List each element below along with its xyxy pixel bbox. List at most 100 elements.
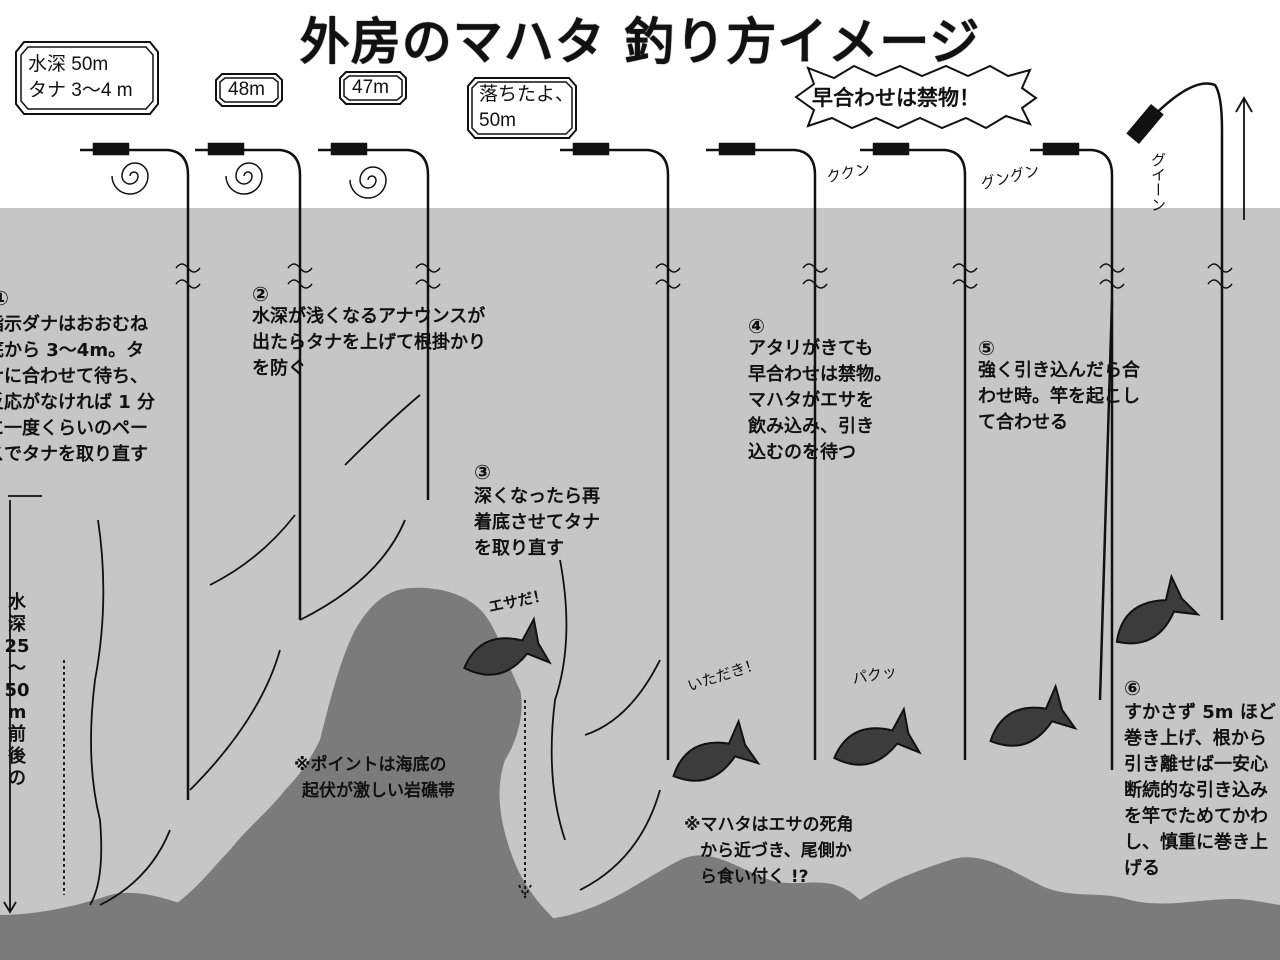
seabed-left [0,892,200,960]
line-break-mark [1099,263,1125,289]
spiral-icon [225,162,263,195]
step-4-number: ④ [748,314,765,338]
reel-icon [1126,103,1164,145]
line-break-mark [175,263,201,289]
step-line: 巻き上げ、根から [1124,728,1267,749]
note-line: 起伏が激しい岩礁帯 [302,781,455,801]
note-point: ※ポイントは海底の 起伏が激しい岩礁帯 [294,752,455,804]
line-break-mark [802,263,828,289]
note-line: ※マハタはエサの死角 [684,815,854,835]
rock-pinnacle [150,587,555,960]
step-line: を取り直す [474,538,564,559]
step-line: 底から 3～4m。タ [0,340,145,361]
reel-icon [330,142,368,156]
fishing-rod-bent [1139,82,1224,620]
fishing-rod [860,148,967,176]
step-6-text: すかさず 5m ほど 巻き上げ、根から 引き離せば一安心 断続的な引き込み を竿… [1124,700,1276,882]
fishing-rod [1030,148,1114,176]
note-line: ら食い付く !? [700,867,809,887]
reel-icon [872,142,910,156]
step-line: 込むのを待つ [748,442,856,463]
step-line: 引き離せば一安心 [1124,754,1268,775]
fishing-line [1098,299,1114,701]
reel-icon [718,142,756,156]
line-break-mark [415,263,441,289]
depth-sign-line: 落ちたよ、 [479,84,575,105]
fishing-rod [706,148,817,176]
bait-line [344,394,421,466]
reel-icon [572,142,610,156]
step-3-text: 深くなったら再 着底させてタナ を取り直す [474,484,600,562]
bait-line [550,559,568,841]
step-line: 着底させてタナ [474,512,600,533]
step-line: 水深が浅くなるアナウンスが [252,306,486,327]
up-arrow-icon [1235,96,1253,220]
line-break-mark [287,263,313,289]
warning-burst: 早合わせは禁物！ [812,86,980,110]
step-1-text: 指示ダナはおおむね 底から 3～4m。タ ナに合わせて待ち、 反応がなければ 1… [0,312,155,468]
step-line: マハタがエサを [748,390,874,411]
drift-arrow [99,829,171,906]
note-line: から近づき、尾側か [700,841,852,861]
step-line: げる [1124,858,1160,879]
step-5-number: ⑤ [978,336,995,360]
depth-sign-text: 47m [352,77,389,98]
step-4-text: アタリがきても 早合わせは禁物。 マハタがエサを 飲み込み、引き 込むのを待つ [748,336,892,466]
fishing-rod [80,148,190,176]
fishing-rod [318,148,430,176]
step-line: 強く引き込んだら合 [978,360,1140,381]
step-line: 飲み込み、引き [748,416,874,437]
step-2-number: ② [252,282,269,306]
drift-arrow [299,519,406,621]
step-3-number: ③ [474,460,491,484]
depth-sign-line: タナ 3～4 m [28,80,133,101]
decor [3,96,1253,914]
bait-line [209,514,296,586]
seabed-right [540,855,1280,960]
depth-sign-47m: 47m [338,70,408,106]
note-line: ※ポイントは海底の [294,755,447,775]
step-2-text: 水深が浅くなるアナウンスが 出たらタナを上げて根掛かり を防ぐ [252,304,486,382]
line-break-mark [1207,263,1233,289]
step-line: スでタナを取り直す [0,444,148,465]
reel-icon [92,142,130,156]
note-angle: ※マハタはエサの死角 から近づき、尾側か ら食い付く !? [684,812,854,890]
line-break-mark [952,263,978,289]
step-line: ナに合わせて待ち、 [0,366,148,387]
step-line: 早合わせは禁物。 [748,364,892,385]
step-5-text: 強く引き込んだら合 わせ時。竿を起こし て合わせる [978,358,1140,436]
warning-burst-shape [794,64,1038,130]
rod-lines [80,82,1224,800]
bait-line [89,519,105,906]
step-line: 断続的な引き込み [1124,780,1268,801]
depth-range-vertical: 水深25～50m前後の [4,592,30,789]
step-6-number: ⑥ [1124,676,1141,700]
grouper-fish-icon [833,706,922,766]
depth-sign-line: 50m [479,110,516,131]
bait-line [584,659,661,736]
step-line: 深くなったら再 [474,486,600,507]
fishing-rod [195,148,302,176]
step-line: を竿でためてかわ [1124,806,1268,827]
step-line: て合わせる [978,412,1068,433]
depth-sign-50m: 水深 50m タナ 3～4 m [14,40,160,116]
step-1-number: ① [0,286,9,310]
step-line: アタリがきても [748,338,874,359]
step-line: 出たらタナを上げて根掛かり [252,332,486,353]
grouper-fish-icon [672,718,761,782]
spiral-icon [349,166,387,199]
depth-sign-line: 水深 50m [28,54,109,75]
sfx-guii: グイーン [1149,152,1167,212]
depth-arrow [3,495,42,914]
reel-icon [1042,142,1080,156]
spiral-icon [111,162,149,195]
step-line: わせ時。竿を起こし [978,386,1140,407]
step-line: し、慎重に巻き上 [1124,832,1268,853]
step-line: 指示ダナはおおむね [0,314,148,335]
step-line: に一度くらいのペー [0,418,148,439]
line-break-mark [655,263,681,289]
fishing-rod [560,148,670,176]
page-title: 外房のマハタ 釣り方イメージ [299,13,981,71]
step-line: すかさず 5m ほど [1124,702,1276,723]
